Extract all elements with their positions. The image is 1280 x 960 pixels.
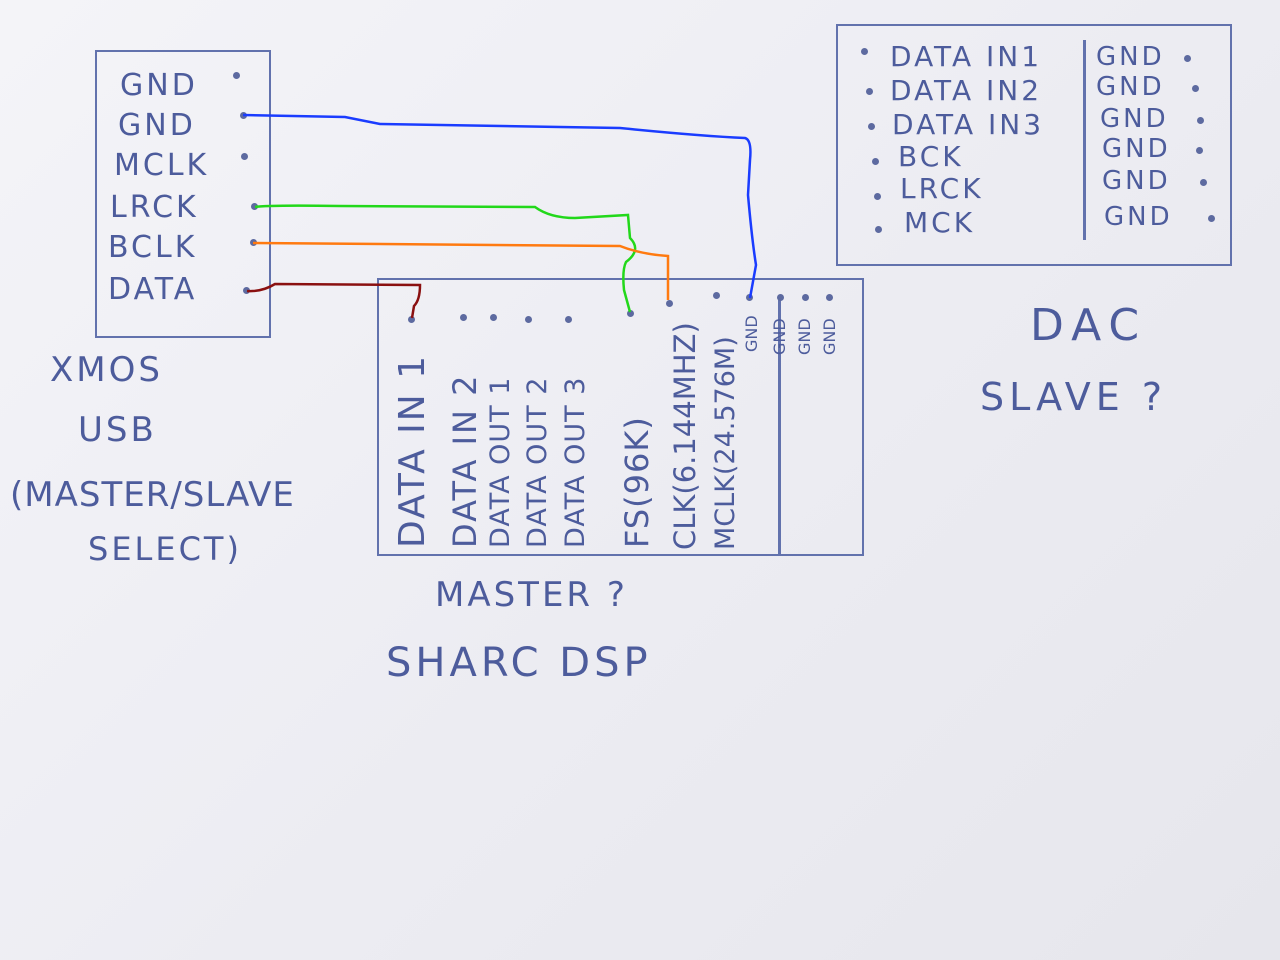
dac-gnd-6: GND — [1104, 202, 1173, 232]
xmos-dot-lrck — [251, 203, 258, 210]
dsp-dot-gnd-1 — [777, 294, 784, 301]
dsp-dot-data-in-2 — [460, 314, 467, 321]
dac-pin-data-in2: DATA IN2 — [890, 74, 1043, 107]
dac-dot-gnd-3 — [1197, 117, 1204, 124]
xmos-pin-lrck: LRCK — [110, 190, 199, 225]
xmos-dot-data — [243, 287, 250, 294]
dac-dot-data-in3 — [868, 123, 875, 130]
dsp-caption-1: MASTER ? — [435, 575, 628, 615]
dac-gnd-1: GND — [1096, 42, 1165, 72]
xmos-box — [95, 50, 271, 338]
dac-pin-lrck: LRCK — [900, 172, 984, 205]
dac-dot-gnd-1 — [1184, 55, 1191, 62]
dac-pin-data-in3: DATA IN3 — [892, 108, 1045, 141]
dsp-dot-data-in-1 — [408, 316, 415, 323]
dac-caption-1: DAC — [1030, 300, 1148, 351]
dac-gnd-3: GND — [1100, 104, 1169, 134]
dac-dot-gnd-4 — [1196, 147, 1203, 154]
wire-gnd — [242, 113, 758, 299]
dac-gnd-2: GND — [1096, 72, 1165, 102]
xmos-caption-1: XMOS — [50, 350, 163, 390]
dsp-dot-mclk — [713, 292, 720, 299]
xmos-pin-gnd-2: GND — [118, 108, 196, 143]
dac-dot-lrck — [874, 193, 881, 200]
dac-pin-bck: BCK — [898, 140, 964, 173]
xmos-caption-2: USB — [78, 410, 157, 450]
dac-gnd-4: GND — [1102, 134, 1171, 164]
xmos-pin-bclk: BCLK — [108, 230, 198, 265]
dsp-divider — [778, 300, 781, 556]
dsp-dot-data-out-3 — [565, 316, 572, 323]
dsp-dot-clk — [666, 300, 673, 307]
dsp-caption-2: SHARC DSP — [386, 640, 652, 686]
dac-divider — [1083, 40, 1086, 240]
dac-dot-gnd-2 — [1192, 85, 1199, 92]
xmos-caption-4: SELECT) — [88, 530, 242, 568]
dsp-box — [377, 278, 864, 556]
dac-pin-mck: MCK — [904, 206, 976, 239]
xmos-pin-gnd-1: GND — [120, 68, 198, 103]
dac-pin-data-in1: DATA IN1 — [890, 40, 1043, 73]
xmos-dot-mclk — [241, 153, 248, 160]
wire-bclk — [252, 241, 670, 300]
dac-dot-mck — [875, 226, 882, 233]
dsp-dot-fs — [627, 310, 634, 317]
dac-dot-bck — [872, 158, 879, 165]
dsp-dot-gnd-2 — [802, 294, 809, 301]
xmos-pin-mclk: MCLK — [114, 148, 210, 183]
dac-box — [836, 24, 1232, 266]
wire-lrck — [254, 204, 637, 313]
dsp-dot-data-out-1 — [490, 314, 497, 321]
xmos-caption-3: (MASTER/SLAVE — [10, 475, 295, 515]
dsp-dot-data-out-2 — [525, 316, 532, 323]
dac-caption-2: SLAVE ? — [980, 375, 1167, 419]
dac-dot-gnd-5 — [1200, 179, 1207, 186]
dac-dot-data-in1 — [861, 48, 868, 55]
xmos-dot-gnd-1 — [233, 72, 240, 79]
dac-dot-gnd-6 — [1208, 215, 1215, 222]
xmos-pin-data: DATA — [108, 272, 198, 307]
dac-dot-data-in2 — [866, 88, 873, 95]
dac-gnd-5: GND — [1102, 166, 1171, 196]
wire-data — [246, 282, 422, 319]
dsp-dot-gnd-3 — [826, 294, 833, 301]
